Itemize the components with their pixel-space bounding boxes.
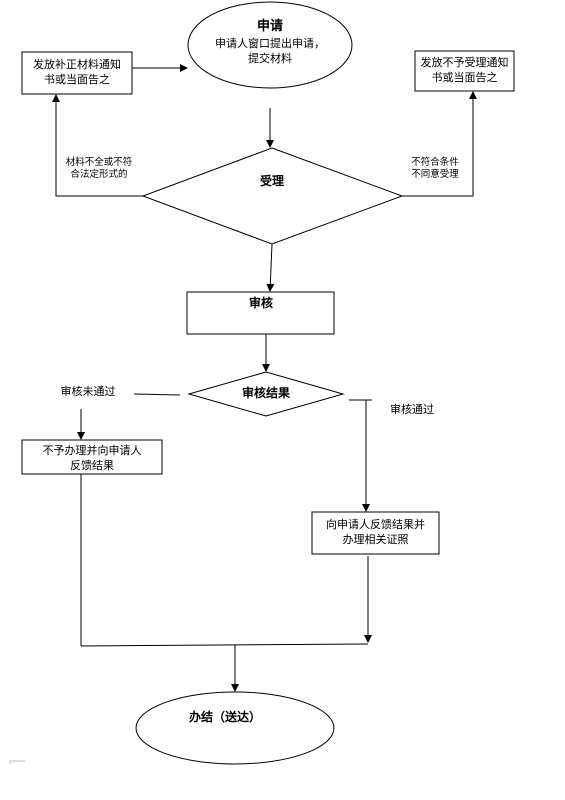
notify-reject-line2: 书或当面告之	[431, 71, 498, 84]
notify-reject-line1: 发放不予受理通知	[420, 56, 509, 69]
notify-reject-node	[414, 50, 515, 92]
finish-node	[135, 691, 335, 765]
notify-correction-label: 发放补正材料通知 书或当面告之	[22, 57, 132, 87]
not-process-line2: 反馈结果	[70, 459, 114, 472]
notify-correction-line1: 发放补正材料通知	[33, 58, 121, 71]
review-result-decision	[187, 371, 345, 417]
apply-label: 申请 申请人窗口提出申请， 提交材料	[188, 18, 352, 66]
apply-node	[187, 1, 353, 89]
apply-title: 申请	[256, 19, 283, 34]
edge-merge	[80, 643, 369, 647]
edge-accept-reject	[402, 91, 477, 197]
edge-accept-correction	[52, 94, 143, 197]
edge-unqualified-line2: 不同意受理	[411, 169, 459, 180]
edge-result-fail-stub	[133, 393, 181, 396]
edge-incomplete-label: 材料不全或不符 合法定形式的	[58, 157, 140, 181]
edge-unqualified-line1: 不符合条件	[411, 157, 459, 168]
process-line1: 向申请人反馈结果并	[326, 518, 425, 531]
not-process-label: 不予办理并向申请人 反馈结果	[22, 443, 162, 473]
review-node	[186, 291, 335, 335]
apply-line1: 申请人窗口提出申请，	[215, 37, 325, 50]
edge-accept-review	[266, 243, 275, 292]
finish-label: 办结（送达）	[188, 710, 261, 724]
not-process-node	[21, 439, 163, 475]
notify-reject-label: 发放不予受理通知 书或当面告之	[415, 55, 514, 85]
notify-correction-node	[21, 51, 133, 95]
edge-incomplete-line2: 合法定形式的	[70, 169, 128, 180]
not-process-line1: 不予办理并向申请人	[42, 444, 142, 457]
review-label: 审核	[248, 296, 273, 310]
edge-fail-label: 审核未通过	[60, 385, 116, 398]
process-node	[311, 511, 440, 555]
edge-incomplete-line1: 材料不全或不符	[65, 157, 133, 168]
process-label: 向申请人反馈结果并 办理相关证照	[312, 517, 439, 547]
process-line2: 办理相关证照	[342, 533, 409, 546]
review-result-label: 审核结果	[241, 386, 290, 400]
accept-label: 受理	[259, 174, 284, 188]
edge-unqualified-label: 不符合条件 不同意受理	[400, 157, 470, 181]
notify-correction-line2: 书或当面告之	[44, 73, 110, 86]
edge-pass-label: 审核通过	[390, 403, 434, 416]
corner-mark	[9, 760, 25, 764]
apply-line2: 提交材料	[248, 52, 292, 65]
accept-decision	[141, 147, 404, 245]
